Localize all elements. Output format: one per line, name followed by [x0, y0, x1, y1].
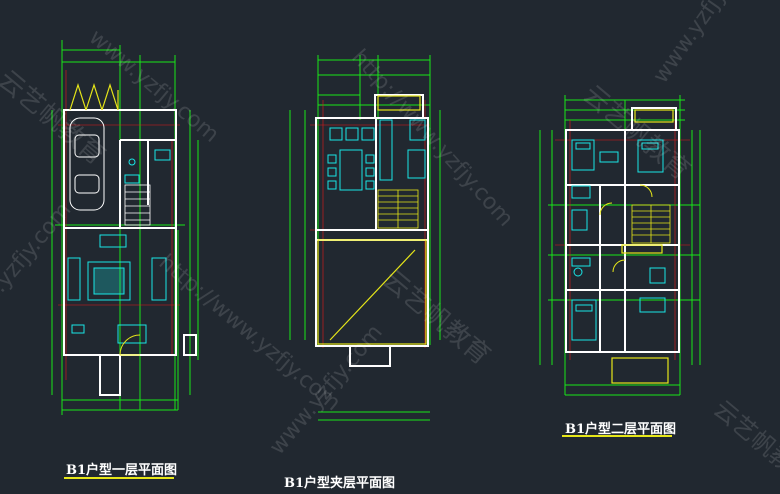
axis-lines	[58, 70, 180, 380]
dimension-lines	[289, 55, 441, 421]
stair-first	[124, 184, 151, 226]
title-underlines	[64, 435, 672, 479]
floor-plan-drawing	[51, 40, 701, 479]
dining-furniture	[327, 127, 375, 191]
car	[69, 117, 105, 211]
second-floor-plan	[539, 95, 701, 396]
doors	[599, 184, 653, 273]
second-floor-title: B1户型二层平面图	[565, 422, 677, 437]
upper-stair	[631, 204, 671, 244]
balconies	[611, 109, 674, 384]
first-floor-title: B1户型一层平面图	[66, 463, 178, 478]
mezzanine-plan	[289, 55, 441, 421]
balcony	[317, 95, 427, 345]
mezzanine-stair	[377, 189, 419, 229]
first-floor-plan	[51, 40, 199, 415]
entry-door	[119, 334, 141, 356]
kitchen-counter	[379, 119, 426, 181]
living-room-furniture	[67, 234, 167, 344]
bathroom-fixtures	[124, 149, 171, 184]
bedroom-furniture	[571, 139, 666, 341]
garage-gate	[69, 83, 119, 111]
